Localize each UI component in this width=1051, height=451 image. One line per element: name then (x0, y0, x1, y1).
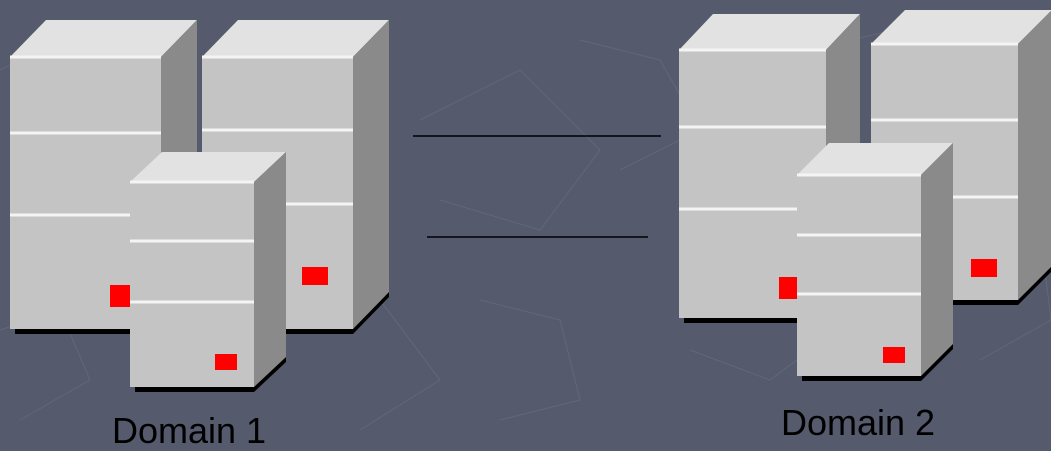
status-led-icon (302, 267, 328, 285)
domain-1-label: Domain 1 (112, 410, 267, 451)
status-led-icon (215, 354, 237, 370)
domain-2-label: Domain 2 (781, 402, 936, 443)
status-led-icon (971, 259, 997, 277)
status-led-icon (110, 285, 130, 307)
domain-connectors (413, 135, 661, 238)
domain-2-group (679, 10, 1051, 381)
server-icon (130, 152, 286, 392)
domain-1-group (10, 20, 389, 392)
server-icon (797, 143, 953, 381)
status-led-icon (883, 347, 905, 363)
status-led-icon (779, 277, 799, 299)
